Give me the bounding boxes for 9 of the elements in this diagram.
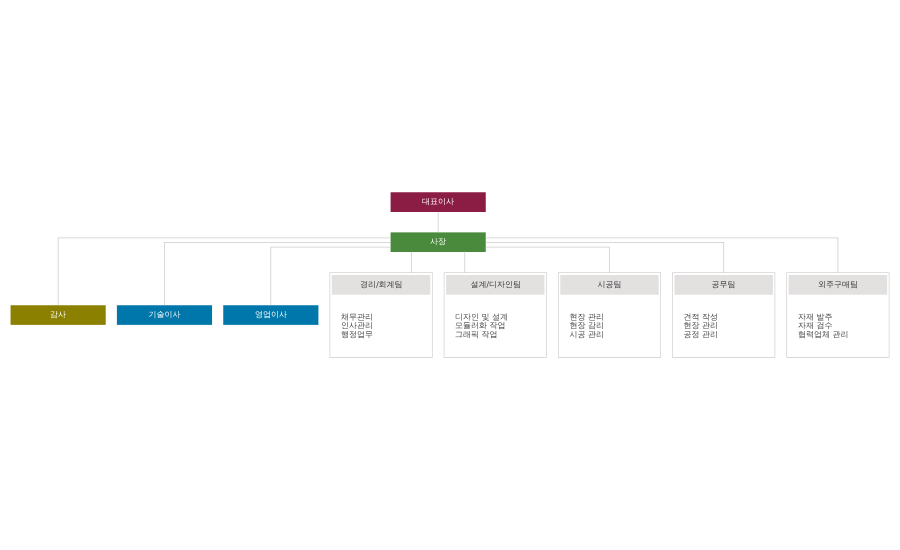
- connector: [164, 242, 392, 306]
- connector: [411, 251, 412, 273]
- connector: [485, 238, 838, 274]
- connector: [58, 238, 392, 306]
- connector: [485, 246, 610, 273]
- connector: [485, 242, 724, 274]
- connector: [438, 211, 439, 233]
- connector: [464, 251, 466, 273]
- connector: [270, 246, 392, 306]
